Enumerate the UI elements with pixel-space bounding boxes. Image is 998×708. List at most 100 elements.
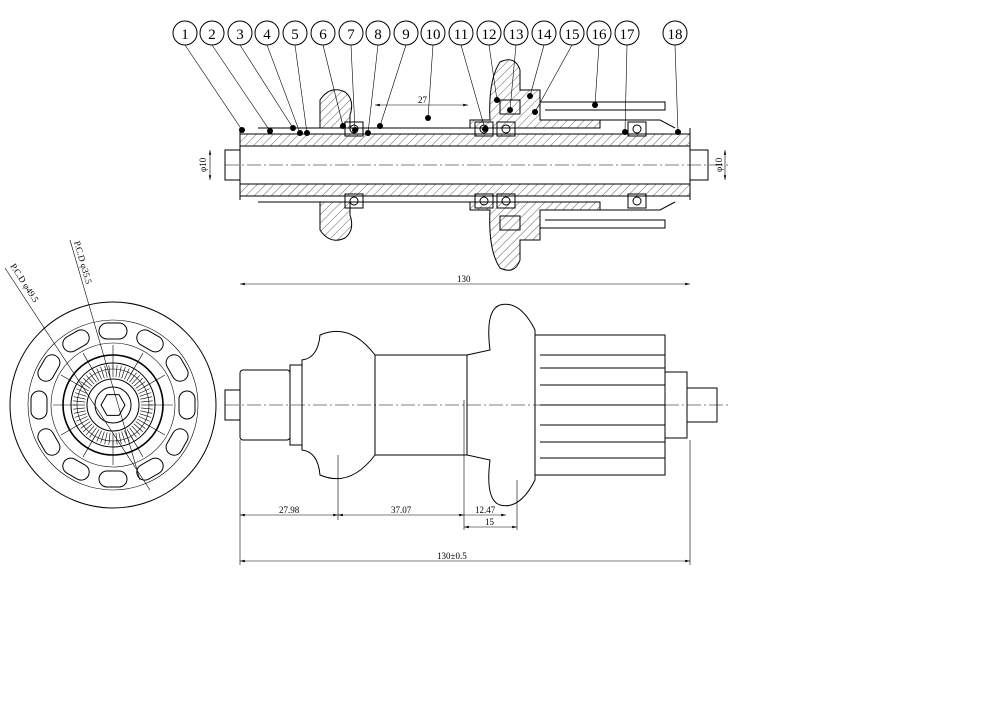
dim-right-offset: 12.47 bbox=[475, 505, 496, 515]
leader-line bbox=[294, 44, 308, 134]
spoke-slot bbox=[165, 354, 189, 382]
part-balloon-18: 18 bbox=[662, 20, 688, 46]
spoke-slot bbox=[37, 354, 61, 382]
dim-dia-right: φ10 bbox=[714, 157, 724, 172]
leader-dot bbox=[622, 129, 628, 135]
right-flange bbox=[466, 303, 536, 507]
part-number: 8 bbox=[374, 27, 382, 43]
part-balloon-14: 14 bbox=[531, 20, 557, 46]
leader-line bbox=[460, 44, 486, 130]
part-balloon-6: 6 bbox=[310, 20, 336, 46]
spoke-slot bbox=[30, 390, 48, 420]
part-number: 13 bbox=[509, 27, 524, 43]
leader-line bbox=[674, 44, 679, 133]
part-balloon-11: 11 bbox=[448, 20, 474, 46]
leader-dot bbox=[527, 93, 533, 99]
part-number: 12 bbox=[482, 27, 497, 43]
part-number: 16 bbox=[592, 27, 608, 43]
part-number: 15 bbox=[565, 27, 580, 43]
leader-dot bbox=[239, 127, 245, 133]
leader-dot bbox=[425, 115, 431, 121]
leader-lines bbox=[184, 44, 681, 136]
leader-line bbox=[427, 44, 434, 119]
part-balloon-5: 5 bbox=[282, 20, 308, 46]
spoke-slot bbox=[136, 329, 164, 353]
leader-dot bbox=[675, 129, 681, 135]
part-balloon-17: 17 bbox=[614, 20, 640, 46]
part-balloon-2: 2 bbox=[199, 20, 225, 46]
leader-dot bbox=[592, 102, 598, 108]
leader-dot bbox=[494, 97, 500, 103]
leader-line bbox=[350, 44, 356, 131]
part-number: 14 bbox=[537, 27, 553, 43]
leader-dot bbox=[297, 130, 303, 136]
leader-line bbox=[488, 44, 498, 101]
dim-flange-spacing: 37.07 bbox=[391, 505, 412, 515]
side-view: 27.98 37.07 12.47 15 130±0.5 bbox=[224, 303, 730, 565]
dim-left-flange: 27.98 bbox=[279, 505, 300, 515]
spoke-slot bbox=[136, 457, 164, 481]
part-balloon-16: 16 bbox=[586, 20, 612, 46]
leader-dot bbox=[290, 125, 296, 131]
leader-dot bbox=[365, 130, 371, 136]
part-number: 2 bbox=[208, 27, 216, 43]
part-number: 1 bbox=[181, 27, 189, 43]
hub-shell-lower bbox=[258, 201, 601, 271]
part-number: 10 bbox=[426, 27, 441, 43]
leader-dot bbox=[482, 126, 488, 132]
leader-dot bbox=[352, 127, 358, 133]
leader-dot bbox=[507, 107, 513, 113]
part-balloon-13: 13 bbox=[503, 20, 529, 46]
part-balloon-1: 1 bbox=[172, 20, 198, 46]
right-axle-end bbox=[686, 387, 718, 423]
leader-line bbox=[529, 44, 545, 97]
spoke-slot bbox=[98, 470, 128, 488]
part-balloon-4: 4 bbox=[254, 20, 280, 46]
part-number: 4 bbox=[263, 27, 271, 43]
part-balloon-9: 9 bbox=[393, 20, 419, 46]
part-number: 3 bbox=[236, 27, 244, 43]
leader-line bbox=[239, 44, 294, 129]
part-number: 6 bbox=[319, 27, 327, 43]
part-balloon-15: 15 bbox=[559, 20, 585, 46]
part-balloon-12: 12 bbox=[476, 20, 502, 46]
leader-line bbox=[367, 44, 379, 134]
dim-overall-tolerance: 130±0.5 bbox=[437, 551, 467, 561]
leader-line bbox=[184, 44, 243, 131]
leader-dot bbox=[304, 130, 310, 136]
spoke-slot bbox=[62, 329, 90, 353]
part-number: 9 bbox=[402, 27, 410, 43]
dim-right-flange: 15 bbox=[485, 517, 495, 527]
leader-line bbox=[211, 44, 271, 132]
axle-lower bbox=[239, 183, 691, 197]
spoke-slot bbox=[165, 428, 189, 456]
leader-line bbox=[322, 44, 344, 127]
part-number: 18 bbox=[668, 27, 683, 43]
leader-line bbox=[594, 44, 600, 106]
spoke-slot bbox=[62, 457, 90, 481]
spoke-slot bbox=[98, 322, 128, 340]
spoke-slot bbox=[37, 428, 61, 456]
freehub-body bbox=[540, 101, 666, 229]
leader-line bbox=[509, 44, 517, 111]
leader-dot bbox=[267, 128, 273, 134]
end-view: P.C.D φ49.5 P.C.D φ35.5 bbox=[4, 240, 217, 509]
spoke-slot bbox=[178, 390, 196, 420]
dim-overall-130: 130 bbox=[457, 274, 471, 284]
pcd-inner-label: P.C.D φ35.5 bbox=[72, 240, 94, 286]
bearings bbox=[344, 99, 647, 231]
part-number: 17 bbox=[620, 27, 636, 43]
leader-line bbox=[534, 44, 573, 113]
leader-line bbox=[266, 44, 301, 134]
dim-inner-27: 27 bbox=[418, 95, 428, 105]
leader-dot bbox=[340, 123, 346, 129]
part-number: 11 bbox=[454, 27, 468, 43]
leader-dot bbox=[532, 109, 538, 115]
part-number: 7 bbox=[347, 27, 355, 43]
dim-dia-left: φ10 bbox=[198, 157, 208, 172]
leader-dot bbox=[377, 123, 383, 129]
leader-line bbox=[624, 44, 628, 133]
